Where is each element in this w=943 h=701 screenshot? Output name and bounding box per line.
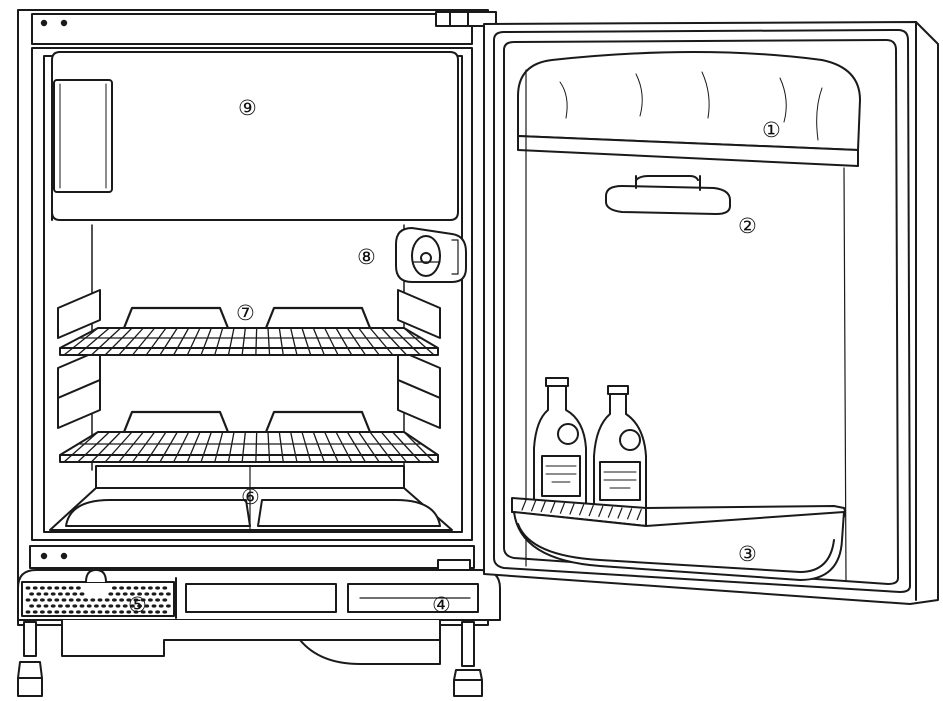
bottle-shelf [511,497,846,581]
thermostat-light-unit [395,227,467,283]
callouts: ① ② ③ ④ ⑤ ⑥ ⑦ ⑧ ⑨ [128,96,781,617]
butter-compartment [517,51,861,581]
callout-1: ① [762,118,781,142]
callout-4: ④ [432,593,451,617]
lower-wire-shelf [59,410,439,463]
freezer-compartment [51,51,459,471]
callout-8: ⑧ [357,245,376,269]
callout-3: ③ [738,542,757,566]
callout-9: ⑨ [238,96,257,120]
callout-6: ⑥ [241,485,260,509]
crisper-drawer [49,465,453,531]
callout-2: ② [738,214,757,238]
bottles [533,377,647,521]
shelf-supports [57,289,441,429]
callout-7: ⑦ [236,301,255,325]
callout-5: ⑤ [128,593,147,617]
base-section [17,545,501,697]
door-handle [605,175,731,215]
upper-wire-shelf [59,306,439,356]
